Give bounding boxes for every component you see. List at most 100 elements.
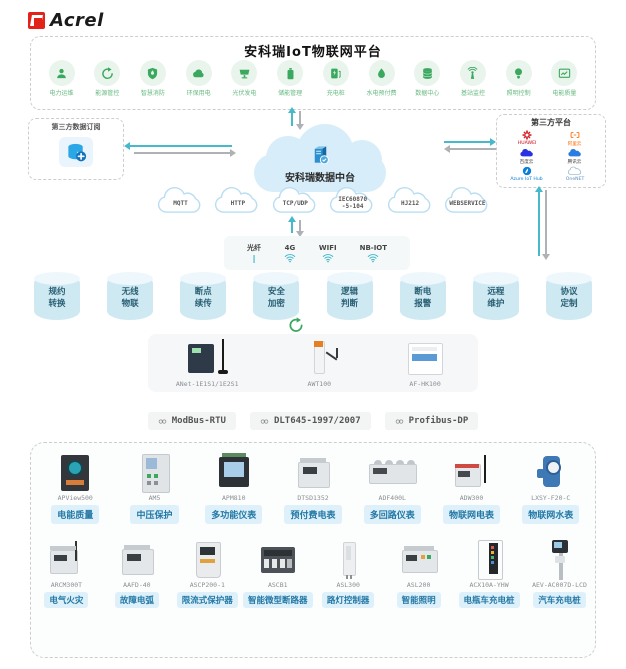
product-item: ASL300 路灯控制器	[313, 540, 383, 608]
product-image	[288, 453, 338, 493]
comm-item: 4G	[284, 244, 296, 263]
solution-icon	[48, 60, 75, 86]
bus-protocol-row: ModBus-RTU DLT645-1997/2007 Profibus-DP	[0, 412, 626, 430]
product-model: ADW300	[459, 494, 484, 502]
platform-logo-icon	[567, 166, 583, 176]
product-model: AAFD-40	[123, 581, 151, 589]
arrow-up-line-top	[291, 113, 293, 126]
solution-label: 充电桩	[326, 90, 345, 97]
feature-line2: 维护	[487, 298, 505, 309]
protocol-line1: HJ212	[401, 199, 420, 207]
solution-label: 数据中心	[415, 90, 440, 97]
server-icon	[309, 144, 332, 167]
comms-box: 光纤 4G WIFI NB-IOT	[224, 236, 410, 270]
platform-logo-item: 腾讯云	[551, 148, 599, 165]
product-tag: 汽车充电桩	[533, 592, 586, 608]
cloud-content: 安科瑞数据中台	[254, 122, 386, 192]
arrow-right-head	[230, 149, 236, 157]
protocol-cloud: HJ212	[384, 186, 437, 216]
protocol-label: MQTT	[154, 192, 207, 216]
arrow-right-up-line	[538, 192, 540, 256]
bus-protocol-label: DLT645-1997/2007	[273, 416, 361, 426]
product-item: AEV-AC007D-LCD 汽车充电桩	[525, 540, 595, 608]
link-icon	[395, 417, 404, 426]
product-model: ADF400L	[378, 494, 406, 502]
product-item: ASCP200-1 限流式保护器	[172, 540, 242, 608]
comm-label: NB-IOT	[359, 243, 388, 252]
product-image	[209, 453, 259, 493]
protocol-cloud: TCP/UDP	[269, 186, 322, 216]
solution-item: 智慧消防	[132, 60, 173, 97]
gateway-item: AWT100	[294, 339, 344, 388]
feature-line2: 报警	[414, 298, 432, 309]
arrow-right-down-head	[542, 254, 550, 260]
solution-icon-row: 电力运维 能源管控 智慧消防 环保用电 光伏发电 储能管理 充电	[41, 60, 585, 97]
acrel-logo-text: Acrel	[50, 10, 104, 31]
comm-signal-icon	[367, 253, 379, 263]
arrow-toplatform-head	[490, 138, 496, 146]
solution-icon	[231, 60, 258, 86]
platform-logo-icon	[567, 130, 583, 140]
arrow-right-line	[134, 152, 232, 154]
platform-logo-item: OneNET	[551, 166, 599, 182]
solution-label: 照明控制	[506, 90, 531, 97]
protocol-cloud: IEC60870 -5-104	[326, 186, 379, 216]
product-item: DTSD1352 预付费电表	[278, 453, 348, 524]
feature-label: 规约 转换	[34, 287, 80, 311]
product-model: ACX10A-YHW	[469, 581, 509, 589]
product-tag: 智能照明	[396, 592, 441, 608]
comm-label: 光纤	[246, 243, 261, 252]
third-party-platform-box: 第三方平台 HUAWEI 阿里云 百度云 腾讯云 Azure IoT Hub O…	[496, 114, 606, 188]
product-item: ADF400L 多回路仪表	[357, 453, 427, 524]
platform-logo-icon	[519, 148, 535, 158]
protocol-line1: IEC60870	[338, 196, 368, 204]
product-tag: 中压保护	[130, 505, 179, 524]
solution-item: 光伏发电	[224, 60, 265, 97]
feature-cylinder: 规约 转换	[34, 272, 80, 320]
product-model: AEV-AC007D-LCD	[532, 581, 587, 589]
protocol-line1: HTTP	[230, 199, 246, 207]
product-tag: 路灯控制器	[321, 592, 375, 608]
solution-label: 能源管控	[95, 90, 120, 97]
protocol-label: HJ212	[384, 192, 437, 216]
arrow-up-head-top	[288, 107, 296, 113]
product-item: ACX10A-YHW 电瓶车充电桩	[454, 540, 524, 608]
comm-item: WIFI	[319, 244, 337, 263]
subscription-title: 第三方数据订阅	[51, 123, 101, 131]
gateway-model: AF-HK100	[409, 380, 441, 388]
arrow-up-line-mid	[291, 222, 293, 233]
feature-cylinder: 逻辑 判断	[326, 272, 373, 320]
feature-line1: 安全	[267, 287, 285, 297]
platform-logo-icon	[567, 148, 583, 158]
gateway-item: AF-HK100	[400, 339, 450, 388]
feature-line2: 转换	[48, 298, 66, 309]
link-icon	[260, 417, 269, 426]
protocol-cloud-row: MQTT HTTP TCP/UDP IEC60870 -5-104 HJ212	[154, 186, 494, 216]
product-image	[447, 453, 497, 493]
acrel-logo-icon	[28, 12, 45, 29]
solution-item: 数据中心	[407, 60, 448, 97]
feature-label: 无线 物联	[107, 287, 153, 311]
product-model: ASL300	[336, 581, 360, 589]
solution-item: 电力运维	[41, 60, 82, 97]
arrow-left-head	[124, 142, 130, 150]
feature-label: 断电 报警	[400, 287, 446, 311]
iot-platform-box: 安科瑞IoT物联网平台 电力运维 能源管控 智慧消防 环保用电 光伏发电	[30, 36, 596, 110]
product-image	[50, 453, 100, 493]
product-tag: 多回路仪表	[363, 505, 421, 524]
platform-logo-item: HUAWEI	[503, 130, 551, 147]
arrow-fromplatform-head	[444, 145, 450, 153]
solution-icon	[459, 60, 486, 86]
protocol-line1: TCP/UDP	[282, 199, 308, 207]
feature-line2: 续传	[194, 298, 212, 309]
bus-protocol-tag: Profibus-DP	[384, 412, 479, 430]
product-item: ADW300 物联网电表	[437, 453, 507, 524]
feature-cylinder-row: 规约 转换 无线 物联 断点 续传 安全 加密 逻辑 判断 断电 报警	[34, 272, 592, 320]
feature-cylinder: 断点 续传	[180, 272, 227, 320]
comm-signal-icon	[322, 253, 334, 263]
protocol-label: HTTP	[211, 192, 264, 216]
arrow-down-line-top	[299, 111, 301, 124]
platform-box-title: 第三方平台	[531, 118, 571, 127]
product-tag: 故障电弧	[114, 592, 159, 608]
product-model: AM5	[148, 494, 161, 502]
